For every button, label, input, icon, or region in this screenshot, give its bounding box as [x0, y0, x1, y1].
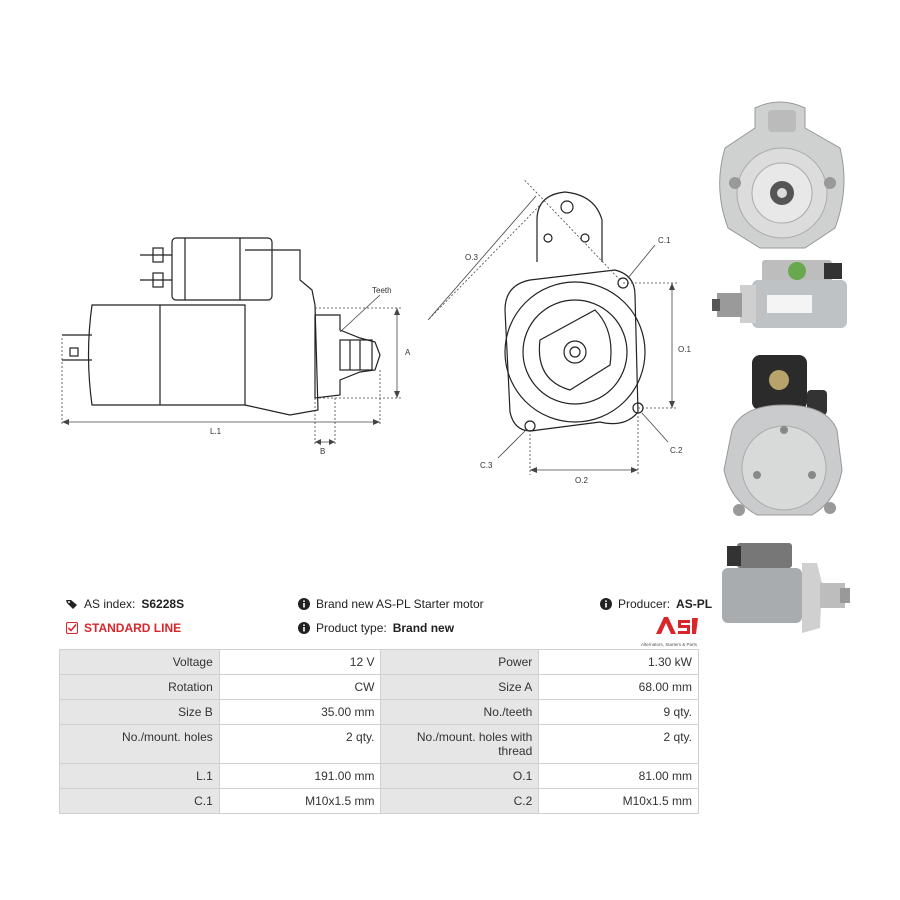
spec-label: No./mount. holes	[59, 724, 220, 764]
table-row: L.1 191.00 mm O.1 81.00 mm	[59, 763, 699, 789]
spec-label: Voltage	[59, 649, 220, 675]
spec-value: M10x1.5 mm	[538, 788, 699, 814]
spec-label: No./teeth	[380, 699, 540, 725]
description-text: Brand new AS-PL Starter motor	[316, 597, 484, 611]
front-view-drawing: O.3 C.1 O.1 C.2 C.3 O.2	[427, 180, 691, 485]
standard-line-row: STANDARD LINE	[66, 621, 181, 635]
spec-label: Size B	[59, 699, 220, 725]
spec-value: 81.00 mm	[538, 763, 699, 789]
c1-label: C.1	[658, 236, 671, 245]
spec-table: Voltage 12 V Power 1.30 kW Rotation CW S…	[59, 649, 699, 814]
producer-label: Producer:	[618, 597, 671, 611]
spec-table-body: Voltage 12 V Power 1.30 kW Rotation CW S…	[59, 649, 699, 814]
standard-line-label: STANDARD LINE	[84, 621, 182, 635]
tags-icon	[66, 600, 77, 609]
spec-value: 68.00 mm	[538, 674, 699, 700]
product-type-row: Product type: Brand new	[298, 621, 454, 635]
as-index-label: AS index:	[84, 597, 136, 611]
product-type-label: Product type:	[316, 621, 387, 635]
checkbox-checked-icon	[66, 622, 78, 634]
spec-value: 2 qty.	[218, 724, 382, 764]
size-b-label: B	[320, 447, 325, 456]
c2-label: C.2	[670, 446, 683, 455]
product-photo-rear	[723, 355, 843, 516]
spec-label: C.1	[59, 788, 220, 814]
o2-label: O.2	[575, 476, 588, 485]
producer-value: AS-PL	[676, 597, 713, 611]
teeth-label: Teeth	[372, 286, 392, 295]
product-photo-front	[719, 101, 845, 249]
spec-label: O.1	[380, 763, 540, 789]
spec-value: 12 V	[218, 649, 382, 675]
spec-label: Rotation	[59, 674, 220, 700]
spec-value: 9 qty.	[538, 699, 699, 725]
table-row: Size B 35.00 mm No./teeth 9 qty.	[59, 699, 699, 725]
spec-value: 35.00 mm	[218, 699, 382, 725]
as-pl-logo: Alternators, Starters & Parts	[634, 614, 704, 647]
description-row: Brand new AS-PL Starter motor	[298, 597, 484, 611]
spec-label: L.1	[59, 763, 220, 789]
spec-value: 191.00 mm	[218, 763, 382, 789]
spec-value: 2 qty.	[538, 724, 699, 764]
spec-value: 1.30 kW	[538, 649, 699, 675]
o1-label: O.1	[678, 345, 691, 354]
spec-value: M10x1.5 mm	[218, 788, 382, 814]
l1-label: L.1	[210, 427, 222, 436]
product-type-value: Brand new	[392, 621, 455, 635]
info-circle-icon	[298, 622, 310, 634]
spec-label: Power	[380, 649, 540, 675]
info-circle-icon	[298, 598, 310, 610]
product-photo-side	[712, 260, 847, 328]
spec-label: No./mount. holes with thread	[380, 724, 540, 764]
table-row: Rotation CW Size A 68.00 mm	[59, 674, 699, 700]
spec-label: Size A	[380, 674, 540, 700]
o3-label: O.3	[465, 253, 478, 262]
as-index-row: AS index: S6228S	[66, 597, 184, 611]
logo-tagline: Alternators, Starters & Parts	[640, 642, 698, 647]
producer-row: Producer: AS-PL	[600, 597, 712, 611]
as-pl-logo-mark	[656, 617, 698, 634]
spec-value: CW	[218, 674, 382, 700]
table-row: Voltage 12 V Power 1.30 kW	[59, 649, 699, 675]
spec-label: C.2	[380, 788, 540, 814]
table-row: No./mount. holes 2 qty. No./mount. holes…	[59, 724, 699, 764]
table-row: C.1 M10x1.5 mm C.2 M10x1.5 mm	[59, 788, 699, 814]
as-index-value: S6228S	[141, 597, 185, 611]
side-view-drawing: Teeth A L.1 B	[61, 237, 411, 456]
product-photo-iso	[722, 543, 850, 633]
info-circle-icon	[600, 598, 612, 610]
size-a-label: A	[405, 348, 411, 357]
c3-label: C.3	[480, 461, 493, 470]
